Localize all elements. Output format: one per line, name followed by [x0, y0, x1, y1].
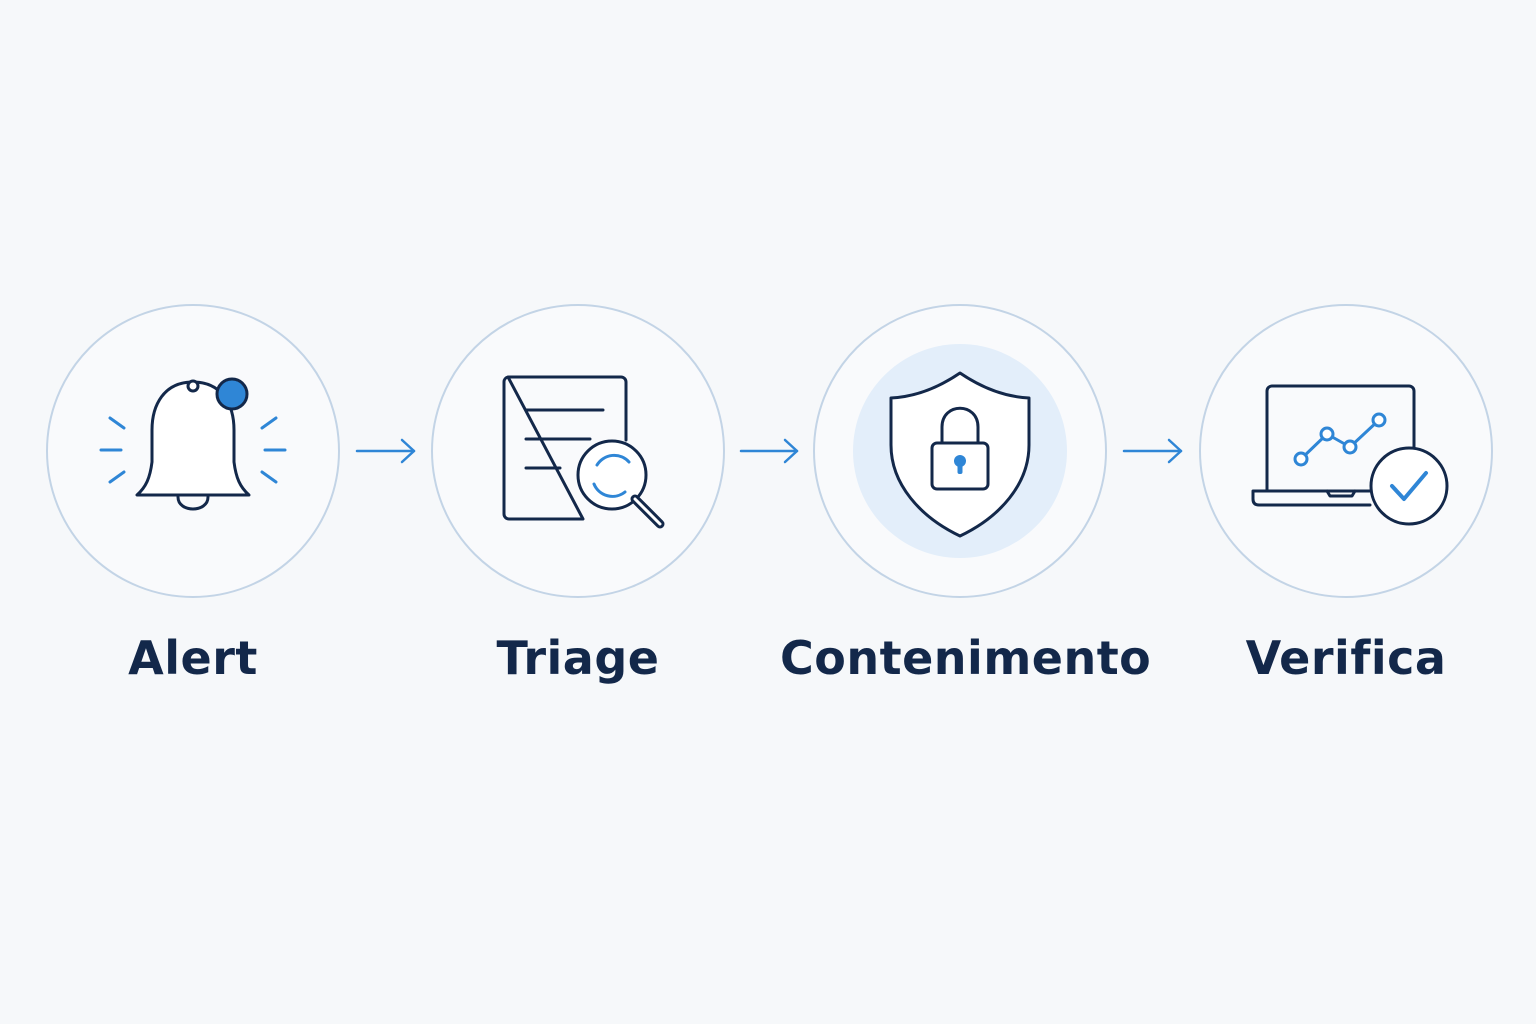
magnifier-glint — [592, 453, 631, 498]
arrow-alert-to-triage — [355, 438, 416, 464]
bell-notification-icon — [135, 377, 251, 511]
step-triage — [431, 304, 725, 598]
arrow-contenimento-to-verifica — [1122, 438, 1183, 464]
arrow-triage-to-contenimento — [739, 438, 799, 464]
step-label-verifica: Verifica — [1245, 631, 1447, 685]
trend-chart — [1293, 412, 1387, 467]
step-label-triage: Triage — [496, 631, 660, 685]
step-verifica — [1199, 304, 1493, 598]
step-triage-ring — [431, 304, 725, 598]
step-label-alert: Alert — [128, 631, 258, 685]
alert-ring-lines — [99, 416, 287, 484]
step-label-contenimento: Contenimento — [780, 631, 1152, 685]
document-magnifier-icon — [502, 375, 665, 529]
step-contenimento — [813, 304, 1107, 598]
laptop-chart-check-icon — [1251, 384, 1416, 507]
lock-keyhole — [954, 455, 966, 474]
step-alert — [46, 304, 340, 598]
check-badge-icon — [1369, 446, 1449, 526]
